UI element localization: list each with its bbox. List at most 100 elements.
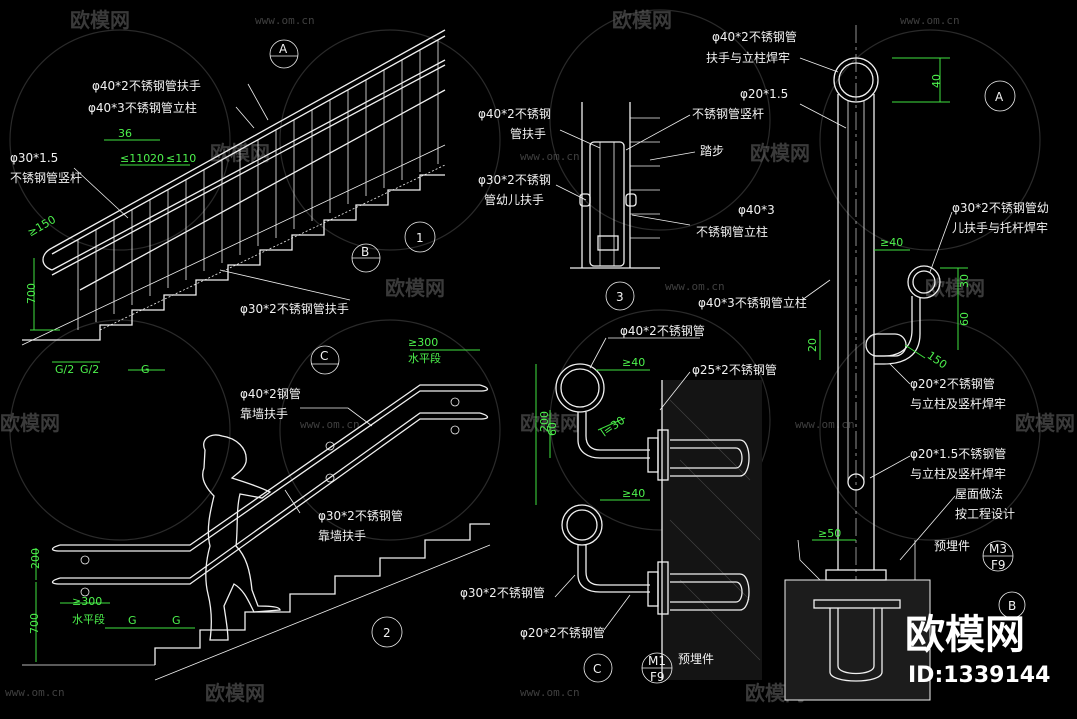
label-a: A [279, 42, 288, 56]
circle-shape [80, 587, 90, 597]
rect-shape [657, 429, 669, 481]
path-shape [51, 35, 446, 255]
circle-shape [269, 39, 299, 69]
circle-shape [555, 363, 605, 413]
label-c30b: 管幼儿扶手 [484, 192, 544, 207]
label-num: 1 [416, 231, 424, 245]
rect-shape [825, 569, 887, 581]
label-t25: φ25*2不锈钢管 [692, 362, 777, 377]
label-d30: l=30 [598, 414, 627, 440]
label-h40a: φ40*2不锈钢 [478, 107, 551, 121]
label-p40b: 不锈钢管立柱 [696, 224, 768, 239]
circle-shape [566, 509, 598, 541]
path-shape [60, 418, 480, 585]
path-shape [799, 57, 839, 73]
path-shape [42, 247, 53, 271]
stair-steps-2 [154, 523, 490, 665]
path-shape [73, 167, 129, 219]
rect-shape [662, 380, 762, 680]
path-shape [801, 279, 831, 301]
label-d300b: ≥300 [72, 595, 102, 608]
label-r30a: φ30*2不锈钢管幼 [952, 200, 1049, 215]
label-brand: 欧模网 [205, 681, 265, 705]
circle-shape [549, 9, 771, 231]
label-wall-rail-40: φ40*2钢管 [240, 386, 301, 401]
label-roof2: 按工程设计 [955, 506, 1015, 521]
line-shape [904, 344, 926, 359]
label-d60: 60 [546, 422, 559, 436]
path-shape [670, 573, 750, 611]
label-baluster-30b: 不锈钢管竖杆 [10, 170, 82, 185]
label-r20c: φ20*1.5不锈钢管 [910, 446, 1006, 461]
circle-shape [998, 591, 1026, 619]
path-shape [670, 439, 750, 477]
line-shape [669, 519, 751, 601]
circle-shape [984, 80, 1016, 112]
model-id: ID:1339144 [908, 663, 1050, 688]
label-g1: G [128, 614, 137, 627]
label-r30b: 儿扶手与托杆焊牢 [952, 220, 1048, 235]
label-url: www.om.cn [5, 686, 65, 699]
path-shape [479, 412, 489, 420]
label-b: B [361, 245, 369, 259]
label-a: A [995, 90, 1004, 104]
label-brand: 欧模网 [70, 8, 130, 32]
circle-shape [9, 29, 231, 251]
label-d110a: ≤110 [120, 152, 150, 165]
label-url: www.om.cn [665, 280, 725, 293]
label-d40b: ≥40 [622, 487, 645, 500]
label-url: www.om.cn [520, 150, 580, 163]
path-shape [874, 298, 921, 365]
path-shape [559, 129, 601, 149]
label-g2a: G/2 [55, 363, 74, 376]
label-f9: F9 [991, 558, 1006, 572]
path-shape [577, 545, 650, 593]
label-m1: M1 [648, 654, 666, 668]
label-g2b: G/2 [80, 363, 99, 376]
path-shape [899, 495, 956, 561]
label-t30: φ30*2不锈钢管 [460, 585, 545, 600]
path-shape [929, 211, 953, 273]
label-g2: G [172, 614, 181, 627]
label-brand: 欧模网 [1015, 411, 1075, 435]
circle-shape [325, 473, 335, 483]
path-shape [799, 103, 847, 129]
path-shape [670, 581, 743, 603]
label-m3: M3 [989, 542, 1007, 556]
path-shape [585, 545, 650, 586]
circle-shape [279, 319, 501, 541]
detail-2-wall-handrail: ≥300 水平段 200 ≥300 水平段 700 G G φ40*2钢管 靠墙… [22, 336, 491, 681]
label-t20: φ20*2不锈钢管 [520, 625, 605, 640]
path-shape [555, 184, 587, 201]
detail-c-wall-bracket: 200 60 ≥40 ≥40 l=30 φ40*2不锈钢管 φ25*2不锈钢管 … [460, 323, 777, 684]
label-brand: 欧模网 [0, 411, 60, 435]
child-silhouette [202, 434, 281, 641]
label-child-rail-30: φ30*2不锈钢管扶手 [240, 301, 349, 316]
label-s20: φ20*1.5 [740, 87, 788, 101]
stair-steps-1 [22, 174, 445, 341]
circle-shape [847, 473, 865, 491]
path-shape [589, 337, 607, 369]
path-shape [21, 144, 446, 346]
label-wall-rail-30: φ30*2不锈钢管 [318, 508, 403, 523]
handrail-top-1 [51, 29, 446, 249]
label-d30: 30 [958, 274, 971, 288]
detail-3-section: φ40*2不锈钢 管扶手 不锈钢管竖杆 踏步 φ30*2不锈钢 管幼儿扶手 φ4… [478, 102, 831, 311]
label-embed: 预埋件 [934, 539, 970, 553]
label-d36: 36 [118, 127, 132, 140]
path-shape [51, 577, 61, 585]
label-flatb: 水平段 [72, 612, 105, 626]
label-t40: φ40*2不锈钢管 [620, 323, 705, 338]
label-g: G [141, 363, 150, 376]
label-c: C [320, 349, 328, 363]
rect-shape [657, 561, 669, 615]
label-url: www.om.cn [520, 686, 580, 699]
path-shape [670, 447, 743, 469]
circle-shape [605, 281, 635, 311]
circle-shape [80, 555, 90, 565]
circle-shape [907, 265, 941, 299]
path-shape [51, 64, 446, 276]
label-d40b: ≥40 [880, 236, 903, 249]
rect-shape [579, 193, 591, 207]
path-shape [300, 407, 373, 427]
